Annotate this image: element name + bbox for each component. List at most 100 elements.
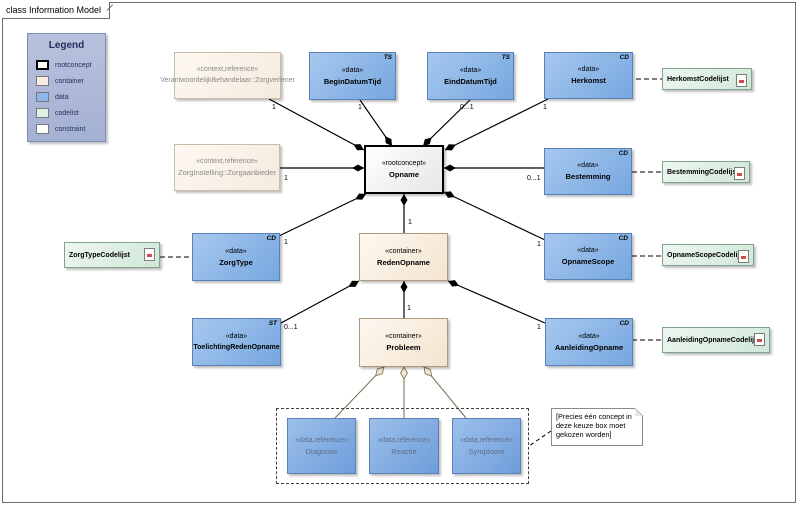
- node-type-tag: TS: [501, 54, 510, 61]
- codelist-name: ZorgTypeCodelijst: [69, 251, 130, 259]
- legend-swatch-data: [36, 92, 49, 102]
- edge-opnamescope-opname: [443, 191, 546, 241]
- node-name: EindDatumTijd: [444, 76, 497, 86]
- multiplicity-zorginstelling: 1: [284, 175, 288, 182]
- document-icon: [736, 74, 747, 87]
- edge-symptoom-probleem: [423, 366, 467, 419]
- node-toelichting-reden-opname[interactable]: ST «data» ToelichtingRedenOpname: [192, 318, 281, 366]
- node-symptoom[interactable]: «data,reference» Symptoom: [452, 418, 521, 474]
- node-reactie[interactable]: «data,reference» Reactie: [369, 418, 439, 474]
- node-name: ToelichtingRedenOpname: [193, 343, 280, 351]
- multiplicity-herkomst: 1: [543, 104, 547, 111]
- node-stereotype: «data»: [577, 66, 600, 73]
- node-name: ZorgType: [219, 257, 253, 267]
- legend-label: rootconcept: [55, 61, 92, 69]
- node-name: Opname: [388, 170, 419, 179]
- codelist-name: BestemmingCodelijst: [667, 168, 739, 176]
- node-type-tag: TS: [383, 54, 392, 61]
- edge-aanleiding-redenopname: [447, 280, 546, 324]
- node-zorginstelling[interactable]: «context,reference» ZorgInstelling::Zorg…: [174, 144, 280, 191]
- node-stereotype: «data»: [341, 66, 364, 74]
- codelist-aanleiding[interactable]: AanleidingOpnameCodelijst: [662, 327, 770, 353]
- node-stereotype: «data»: [225, 332, 248, 340]
- edge-zorgtype-opname: [278, 193, 367, 237]
- legend-title: Legend: [48, 40, 85, 51]
- codelist-name: HerkomstCodelijst: [667, 75, 729, 83]
- node-name: ZorgInstelling::Zorgaanbieder: [178, 168, 276, 177]
- legend-label: container: [55, 77, 84, 85]
- edge-toelichting-redenopname: [280, 280, 360, 324]
- multiplicity-toelichting: 0...1: [284, 324, 298, 331]
- node-name: OpnameScope: [561, 257, 615, 266]
- document-icon: [144, 248, 155, 261]
- node-stereotype: «data,reference»: [377, 436, 431, 444]
- node-eind-datum-tijd[interactable]: TS «data» EindDatumTijd: [427, 52, 514, 100]
- legend-label: codelist: [55, 109, 79, 117]
- legend-item-constraint: constraint: [36, 124, 85, 134]
- multiplicity-eind: 0...1: [460, 104, 474, 111]
- legend-swatch-rootconcept: [36, 60, 49, 70]
- multiplicity-opnamescope: 1: [537, 241, 541, 248]
- edge-verantwoordelijk-opname: [268, 98, 365, 151]
- legend-swatch-constraint: [36, 124, 49, 134]
- node-name: RedenOpname: [377, 257, 430, 267]
- codelist-opnamescope[interactable]: OpnameScopeCodelijst: [662, 244, 754, 266]
- node-type-tag: CD: [618, 235, 628, 242]
- legend-item-codelist: codelist: [36, 108, 79, 118]
- node-begin-datum-tijd[interactable]: TS «data» BeginDatumTijd: [309, 52, 396, 100]
- node-probleem[interactable]: «container» Probleem: [359, 318, 448, 367]
- legend-label: data: [55, 93, 69, 101]
- node-herkomst[interactable]: CD «data» Herkomst: [544, 52, 633, 99]
- node-stereotype: «context,reference»: [196, 66, 259, 73]
- codelist-bestemming[interactable]: BestemmingCodelijst: [662, 161, 750, 183]
- legend: Legend rootconcept container data codeli…: [27, 33, 106, 142]
- node-name: Reactie: [391, 446, 417, 456]
- node-verantwoordelijk-behandelaar[interactable]: «context,reference» VerantwoordelijkBeha…: [160, 52, 295, 99]
- node-name: Bestemming: [565, 172, 611, 181]
- codelist-zorgtype[interactable]: ZorgTypeCodelijst: [64, 242, 160, 268]
- document-icon: [754, 333, 765, 346]
- codelist-name: AanleidingOpnameCodelijst: [667, 336, 761, 344]
- multiplicity-aanleiding: 1: [537, 324, 541, 331]
- legend-label: constraint: [55, 125, 86, 133]
- node-reden-opname[interactable]: «container» RedenOpname: [359, 233, 448, 281]
- node-stereotype: «rootconcept»: [381, 160, 427, 167]
- node-type-tag: CD: [619, 54, 629, 61]
- frame-title: class Information Model: [2, 2, 111, 19]
- legend-swatch-codelist: [36, 108, 49, 118]
- node-name: Probleem: [386, 343, 421, 352]
- node-name: Symptoom: [468, 446, 505, 456]
- document-icon: [734, 167, 745, 180]
- node-aanleiding-opname[interactable]: CD «data» AanleidingOpname: [545, 318, 633, 366]
- node-stereotype: «data»: [577, 247, 599, 254]
- legend-item-container: container: [36, 76, 84, 86]
- node-opname-scope[interactable]: CD «data» OpnameScope: [544, 233, 632, 280]
- codelist-herkomst[interactable]: HerkomstCodelijst: [662, 68, 752, 90]
- node-name: BeginDatumTijd: [323, 76, 382, 86]
- node-stereotype: «container»: [385, 247, 422, 255]
- node-type-tag: CD: [266, 235, 276, 242]
- multiplicity-probleem: 1: [407, 305, 411, 312]
- node-zorgtype[interactable]: CD «data» ZorgType: [192, 233, 280, 281]
- edge-herkomst-opname: [444, 98, 549, 151]
- choice-box: [276, 408, 529, 484]
- edge-eind-opname: [422, 99, 471, 147]
- node-bestemming[interactable]: CD «data» Bestemming: [544, 148, 632, 195]
- node-type-tag: ST: [268, 320, 277, 327]
- node-diagnose[interactable]: «data,reference» Diagnose: [287, 418, 356, 474]
- legend-item-rootconcept: rootconcept: [36, 60, 92, 70]
- node-stereotype: «container»: [385, 333, 422, 340]
- legend-swatch-container: [36, 76, 49, 86]
- link-note-choice: [528, 430, 552, 447]
- node-type-tag: CD: [618, 150, 628, 157]
- edge-diagnose-probleem: [334, 366, 385, 419]
- constraint-note[interactable]: [Precies één concept in deze keuze box m…: [551, 408, 643, 446]
- multiplicity-begin: 1: [358, 104, 362, 111]
- node-opname[interactable]: «rootconcept» Opname: [364, 145, 444, 194]
- multiplicity-bestemming: 0...1: [527, 175, 541, 182]
- multiplicity-redenopname: 1: [408, 219, 412, 226]
- node-stereotype: «data»: [225, 247, 247, 255]
- node-name: Herkomst: [571, 76, 606, 85]
- node-name: Diagnose: [305, 446, 338, 456]
